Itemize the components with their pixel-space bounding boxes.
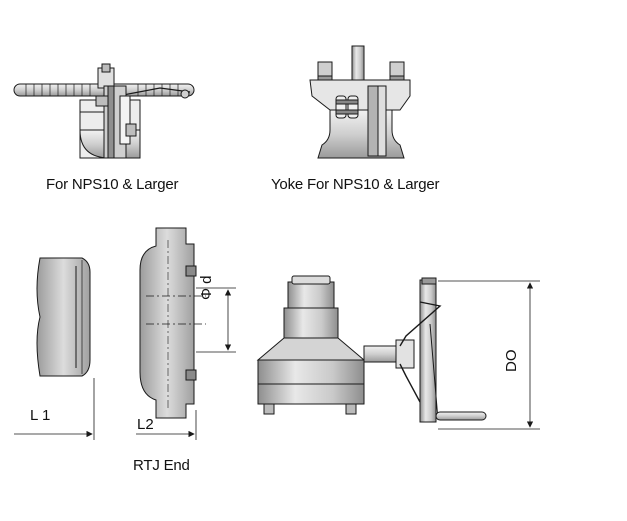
yoke-operator-drawing [309, 45, 411, 159]
caption-yoke: Yoke For NPS10 & Larger [271, 176, 440, 193]
caption-yoke-amp: & [379, 176, 398, 193]
handwheel-operator-drawing [13, 63, 195, 159]
body-end-profile [14, 257, 95, 440]
caption-yoke-nps: For NPS10 [306, 176, 380, 193]
rtj-flange-drawing [136, 227, 236, 440]
caption-handwheel: For NPS10 & Larger [46, 176, 179, 193]
dimension-do-label: DO [503, 349, 520, 373]
caption-rtj-end: RTJ End [133, 457, 190, 474]
caption-yoke-suffix: Larger [397, 176, 440, 193]
dimension-l2-label: L2 [137, 416, 154, 433]
gear-operator-drawing [256, 275, 540, 430]
dimension-phi-d-label: Φ d [198, 275, 215, 300]
caption-yoke-prefix: Yoke [271, 176, 307, 193]
dimension-l1-label: L 1 [30, 407, 51, 424]
